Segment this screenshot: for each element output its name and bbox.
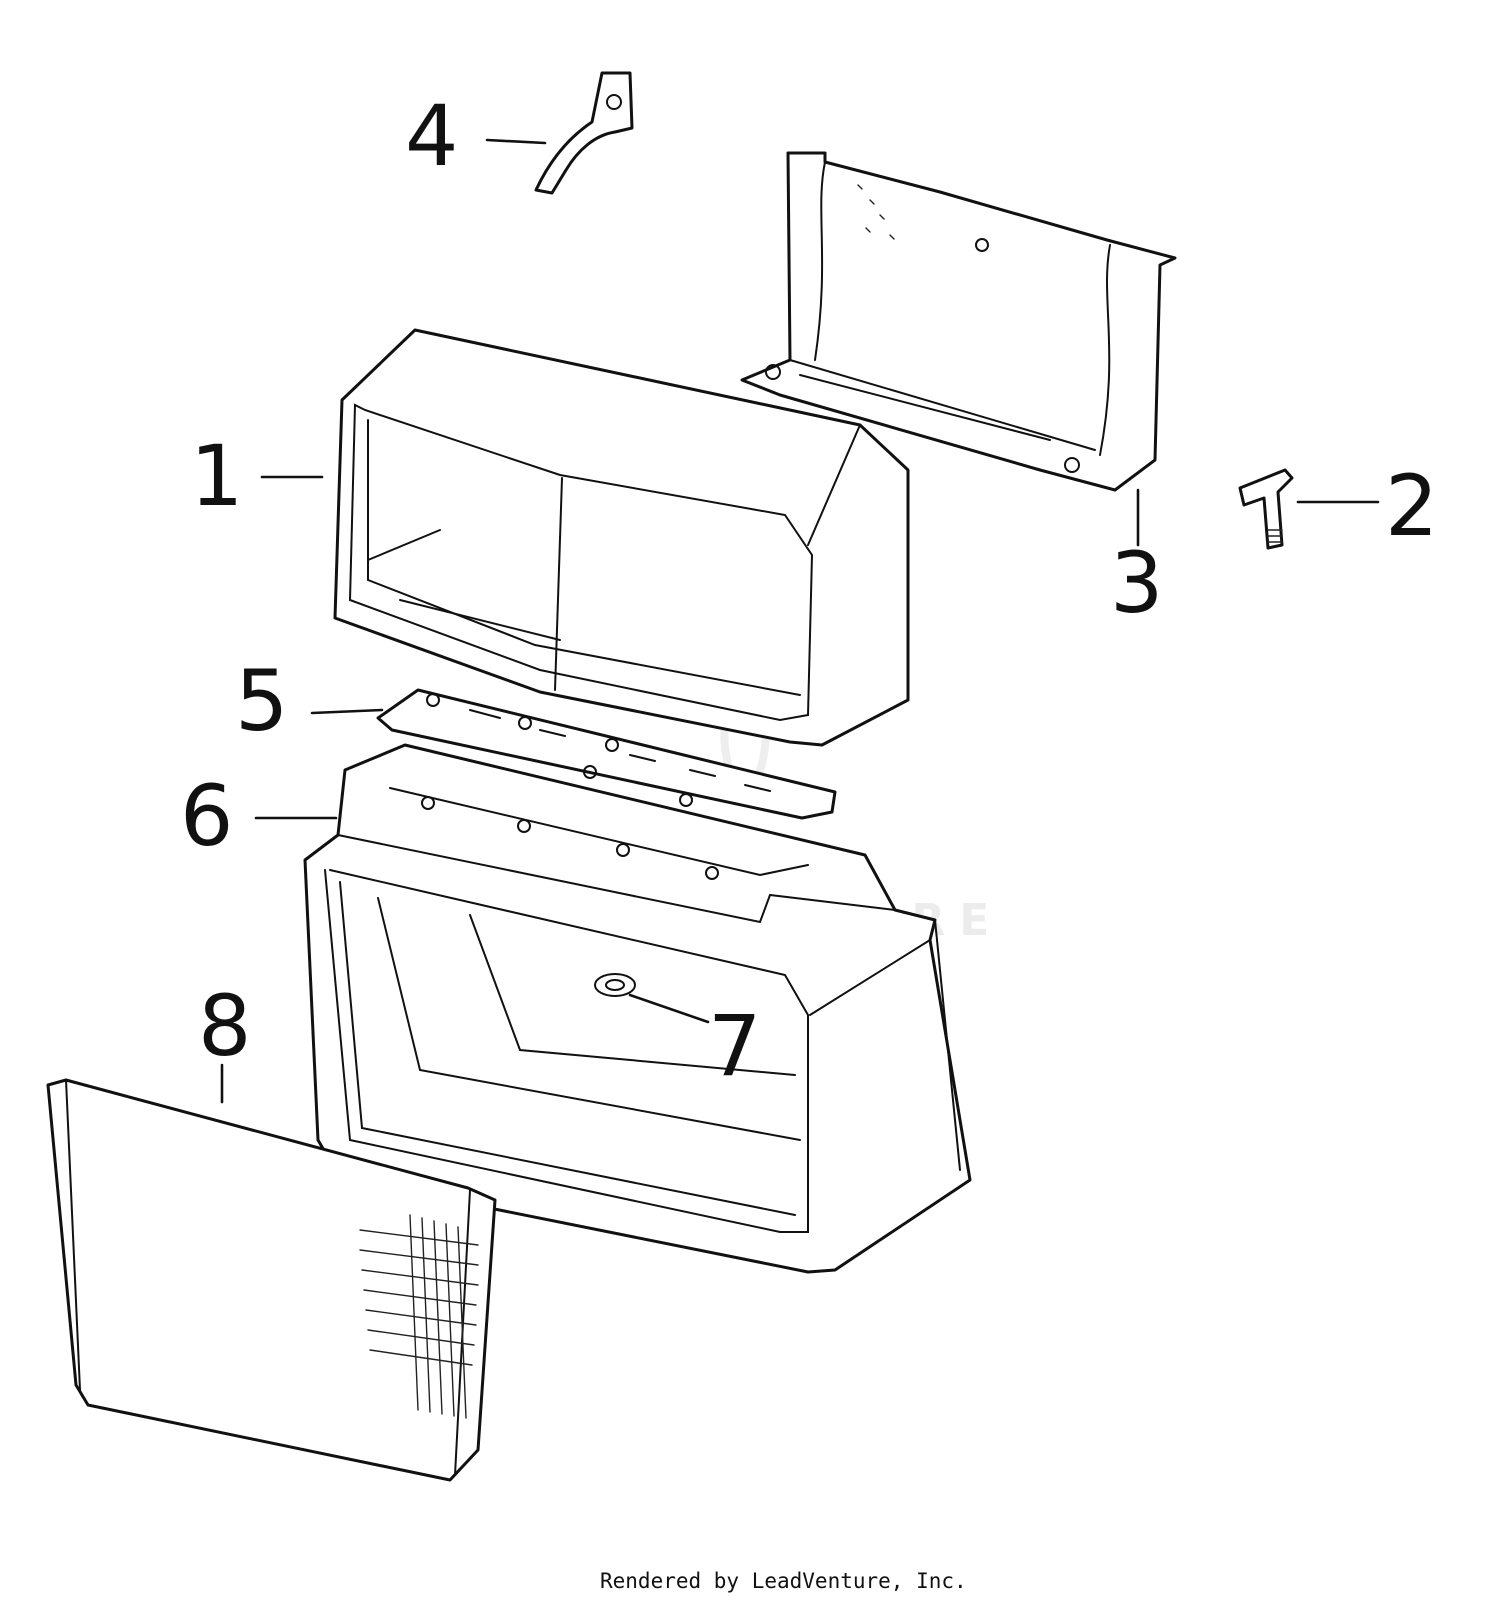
part-3-bracket <box>740 151 1177 492</box>
callout-3: 3 <box>1110 534 1163 632</box>
callout-6: 6 <box>180 767 233 865</box>
callout-8: 8 <box>198 977 251 1075</box>
leader-5 <box>310 708 384 715</box>
leader-7 <box>628 993 710 1024</box>
part-2-t-bolt <box>1238 468 1294 550</box>
part-5-hinge <box>376 688 837 820</box>
callout-7: 7 <box>708 997 761 1095</box>
part-7-grommet <box>594 973 636 997</box>
footer-credit: Rendered by LeadVenture, Inc. <box>600 1569 967 1593</box>
callout-1: 1 <box>190 427 243 525</box>
callout-4: 4 <box>405 87 458 185</box>
part-4-strap <box>534 71 634 195</box>
callout-2: 2 <box>1385 457 1438 555</box>
leader-4 <box>485 138 547 145</box>
part-6-lower-housing <box>303 743 972 1274</box>
callout-5: 5 <box>235 652 288 750</box>
part-1-upper-housing <box>333 328 910 747</box>
part-8-lens <box>46 1078 497 1482</box>
